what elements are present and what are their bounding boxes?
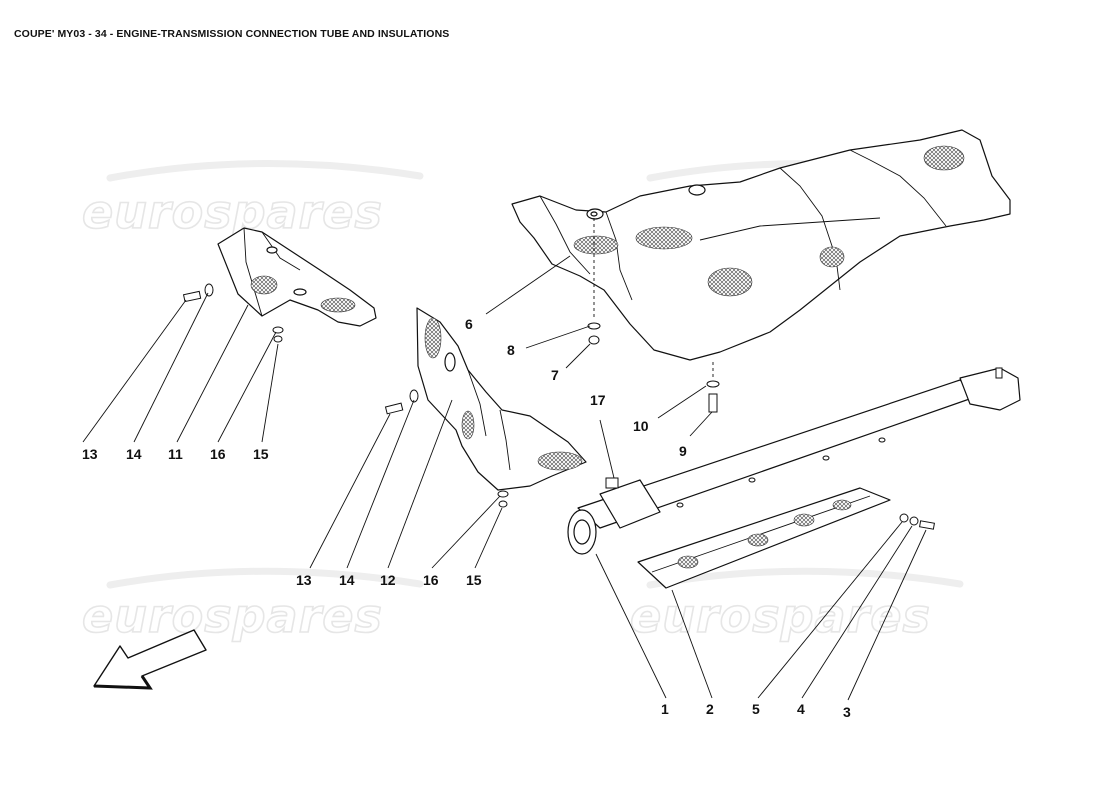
hardware-left: [182, 283, 284, 343]
watermark-text: eurospares: [82, 589, 383, 643]
watermark-text: eurospares: [82, 185, 383, 239]
leader-lines: [82, 255, 927, 701]
heat-shield-middle: [416, 307, 587, 491]
hardware-middle: [384, 389, 509, 508]
hardware-tube: [899, 513, 935, 530]
callout-15: 15: [253, 446, 269, 462]
callout-11: 11: [168, 446, 183, 462]
callout-16: 16: [423, 572, 439, 588]
callout-4: 4: [797, 701, 805, 717]
callout-10: 10: [633, 418, 649, 434]
callout-3: 3: [843, 704, 851, 720]
callout-16: 16: [210, 446, 226, 462]
callout-17: 17: [590, 392, 606, 408]
callout-labels: 13 14 11 16 15 13 14 12 16 15 6 8 7 10 9…: [82, 316, 851, 720]
callout-12: 12: [380, 572, 396, 588]
callout-6: 6: [465, 316, 473, 332]
heat-shield-left: [217, 227, 377, 327]
page-title: COUPE' MY03 - 34 - ENGINE-TRANSMISSION C…: [14, 28, 450, 40]
callout-8: 8: [507, 342, 515, 358]
callout-15: 15: [466, 572, 482, 588]
front-direction-arrow-icon: [93, 629, 207, 690]
tunnel-heat-shield: [511, 129, 1011, 361]
callout-13: 13: [82, 446, 98, 462]
callout-7: 7: [551, 367, 559, 383]
callout-2: 2: [706, 701, 714, 717]
callout-5: 5: [752, 701, 760, 717]
callout-14: 14: [339, 572, 355, 588]
callout-9: 9: [679, 443, 687, 459]
connection-tube: [567, 367, 1021, 555]
hardware-upper: [587, 218, 720, 413]
watermark-text: eurospares: [630, 589, 931, 643]
callout-1: 1: [661, 701, 669, 717]
callout-13: 13: [296, 572, 312, 588]
tube-insulation: [637, 487, 891, 589]
callout-14: 14: [126, 446, 142, 462]
